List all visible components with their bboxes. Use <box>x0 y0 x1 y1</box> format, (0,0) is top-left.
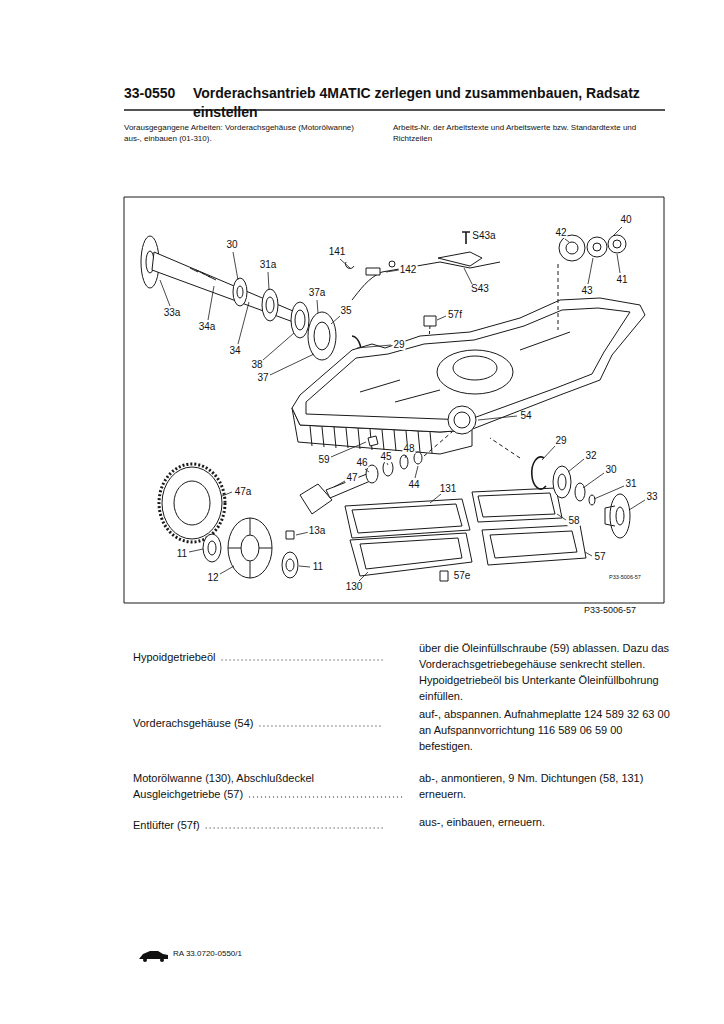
dot-leaders <box>206 660 403 828</box>
figure-code: P33-5006-57 <box>608 575 642 581</box>
item-name: Hypoidgetriebeöl <box>133 650 216 664</box>
callout-number: 42 <box>554 228 567 238</box>
callout-number: 38 <box>250 360 263 370</box>
oil-pan-and-cover <box>345 488 586 581</box>
leader-lines <box>160 227 645 581</box>
callout-number: 44 <box>407 480 420 490</box>
callout-number: 41 <box>615 275 628 285</box>
callout-number: 43 <box>580 286 593 296</box>
callout-number: 47 <box>345 473 358 483</box>
car-symbol <box>139 951 168 962</box>
callout-number: 11 <box>176 549 188 559</box>
callout-number: 46 <box>355 458 368 468</box>
dot-leader <box>259 726 383 727</box>
callout-number: S43a <box>471 231 496 241</box>
callout-number: 59 <box>317 455 330 465</box>
callout-number: 58 <box>567 516 580 526</box>
callout-number: S43 <box>470 284 490 294</box>
axle-shaft <box>141 236 361 372</box>
instruction-text: ab-, anmontieren, 9 Nm. Dichtungen (58, … <box>419 770 671 802</box>
callout-number: 33a <box>163 308 182 318</box>
callout-number: 37a <box>308 288 327 298</box>
callout-number: 35 <box>339 306 352 316</box>
figure-frame <box>124 197 664 603</box>
differential <box>159 464 298 578</box>
callout-number: 142 <box>399 265 418 275</box>
document-number: RA 33.0720-0550/1 <box>173 949 242 959</box>
callout-number: 34 <box>228 346 241 356</box>
dot-leader <box>222 660 383 661</box>
callout-number: 57e <box>453 571 472 581</box>
sensor-cable <box>346 232 500 300</box>
callout-number: 13a <box>308 526 327 536</box>
section-number: 33-0550 <box>124 84 175 102</box>
dot-leader <box>249 797 403 798</box>
callout-number: 40 <box>619 215 632 225</box>
callout-number: 37 <box>256 373 269 383</box>
callout-number: 29 <box>392 340 405 350</box>
callout-number: 32 <box>584 451 597 461</box>
callout-number: 141 <box>328 247 347 257</box>
callout-number: 45 <box>379 452 392 462</box>
instruction-text: auf-, abspannen. Aufnahmeplatte 124 589 … <box>419 706 671 754</box>
callout-number: 57f <box>447 310 463 320</box>
callout-number: 131 <box>439 484 458 494</box>
callout-number: 57 <box>593 552 606 562</box>
figure-code: P33-5006-57 <box>583 606 637 615</box>
dot-leader <box>206 828 383 829</box>
callout-number: 47a <box>234 487 253 497</box>
callout-number: 31 <box>624 479 637 489</box>
callout-number: 54 <box>519 411 532 421</box>
front-axle-housing <box>292 298 645 454</box>
callout-number: 48 <box>402 444 415 454</box>
prerequisite-note: Vorausgegangene Arbeiten: Vorderachsgehä… <box>124 123 364 144</box>
item-name: Motorölwanne (130), Abschlußdeckel Ausgl… <box>133 770 348 802</box>
instruction-text: über die Öleinfüllschraube (59) ablassen… <box>419 640 671 704</box>
column-note: Arbeits-Nr. der Arbeitstexte und Arbeits… <box>393 123 663 144</box>
page-title: Vorderachsantrieb 4MATIC zerlegen und zu… <box>193 84 678 122</box>
callout-number: 11 <box>312 562 324 572</box>
callout-number: 12 <box>206 573 219 583</box>
instruction-text: aus-, einbauen, erneuern. <box>419 814 671 830</box>
callout-number: 31a <box>259 260 278 270</box>
item-name: Vorderachsgehäuse (54) <box>133 716 253 730</box>
callout-number: 130 <box>345 582 364 592</box>
item-name: Entlüfter (57f) <box>133 818 200 832</box>
callout-number: 29 <box>554 436 567 446</box>
callout-number: 30 <box>225 240 238 250</box>
callout-number: 34a <box>198 322 217 332</box>
callout-number: 30 <box>604 465 617 475</box>
output-flange <box>490 438 630 538</box>
callout-number: 33 <box>645 492 658 502</box>
